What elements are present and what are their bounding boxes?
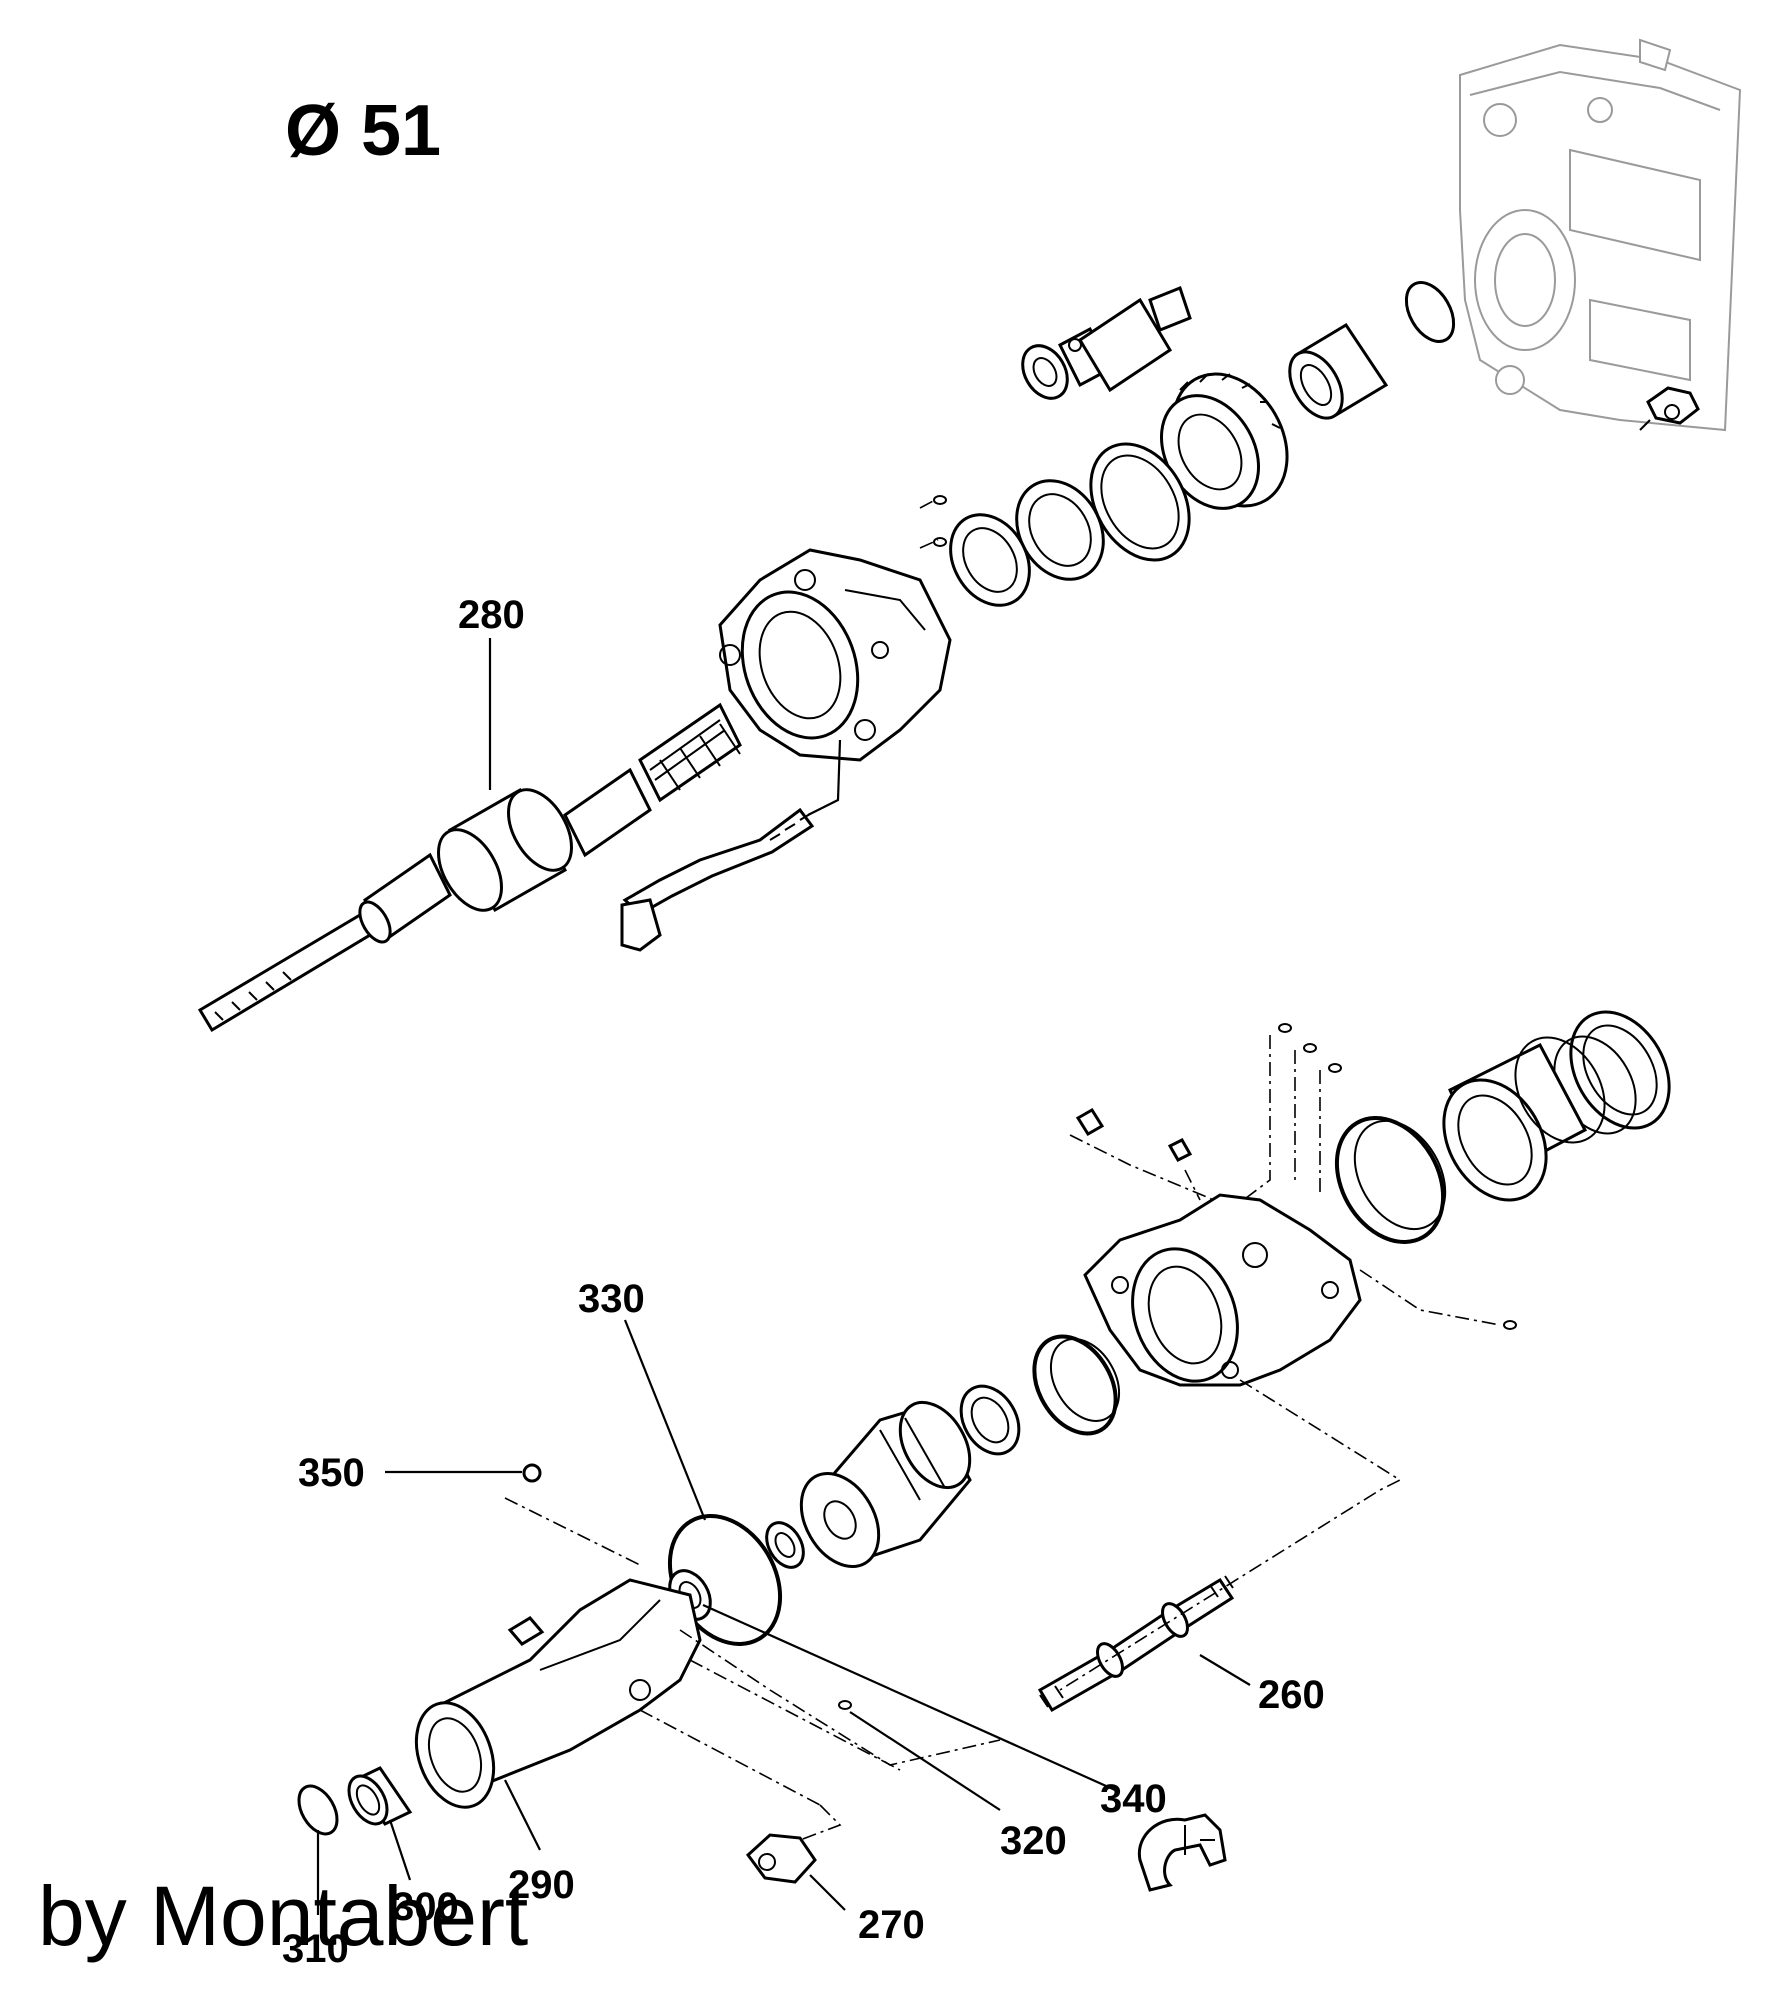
upper-needle-bearing [1288, 322, 1389, 420]
callout-320: 320 [1000, 1819, 1067, 1863]
callout-270: 270 [858, 1903, 925, 1947]
lower-assembly [297, 1010, 1671, 1884]
set-screw-2 [1167, 1138, 1193, 1162]
leader-340 [702, 1603, 1116, 1792]
upper-valve-stem [620, 739, 842, 952]
lower-piston [799, 1400, 972, 1569]
diagram-title: Ø 51 [285, 91, 441, 171]
lower-sleeve [1442, 1036, 1606, 1202]
hex-nut-270 [745, 1833, 817, 1884]
callout-280: 280 [458, 593, 525, 637]
upper-retaining-ring [1404, 281, 1456, 343]
callout-310: 310 [282, 1927, 349, 1971]
upper-assembly [197, 281, 1700, 1033]
ghost-housing [1459, 38, 1742, 432]
leader-260 [1199, 1654, 1251, 1686]
ring-310 [297, 1784, 339, 1836]
leader-330 [623, 1319, 707, 1521]
upper-washer [949, 513, 1031, 607]
watermark: by Montabert [38, 1869, 528, 1963]
logo-glyph [1137, 1813, 1227, 1892]
leader-290 [504, 1779, 541, 1851]
leader-320 [849, 1711, 1001, 1811]
callout-340: 340 [1100, 1777, 1167, 1821]
callout-260: 260 [1258, 1673, 1325, 1717]
lower-small-ring [765, 1521, 805, 1569]
sleeve-300 [347, 1766, 413, 1826]
lower-seal-ring-1 [1032, 1334, 1118, 1436]
set-screw-1 [1075, 1107, 1105, 1137]
leader-300 [388, 1819, 412, 1881]
lower-large-ring [1334, 1116, 1446, 1244]
callout-330: 330 [578, 1277, 645, 1321]
leader-270 [809, 1874, 846, 1911]
upper-bearing-housing [718, 548, 952, 762]
lower-seal-ring-2 [959, 1384, 1021, 1456]
upper-nut [1639, 386, 1700, 431]
pinion-gear [1021, 286, 1192, 400]
lower-end-cap [1553, 1010, 1671, 1135]
front-cap-290 [414, 1578, 702, 1809]
main-shaft [197, 702, 742, 1033]
lower-housing [1083, 1193, 1362, 1387]
nut-350 [522, 1463, 542, 1483]
callout-300: 300 [392, 1885, 459, 1929]
callout-290: 290 [508, 1863, 575, 1907]
callout-350: 350 [298, 1451, 365, 1495]
